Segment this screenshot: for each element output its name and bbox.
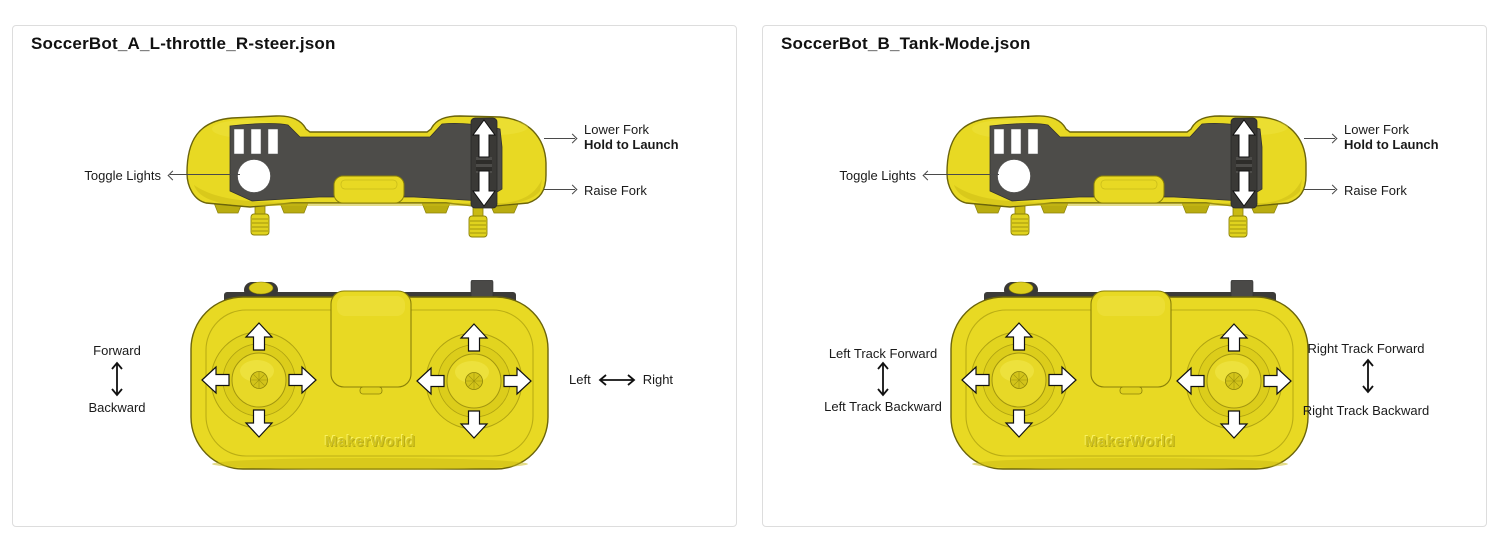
leader-line [1304,189,1335,190]
up-down-arrow-icon [877,361,889,397]
arrowhead-right-icon [1327,133,1338,144]
panel-soccerbot-b: SoccerBot_B_Tank-Mode.json Toggle Lights… [762,25,1487,527]
left-stick-up-label: Left Track Forward [828,346,938,361]
leader-line [170,174,240,175]
lower-fork-label: Lower Fork Hold to Launch [584,122,679,152]
arrowhead-right-icon [567,184,578,195]
makerworld-logo: MakerWorld [1084,433,1176,450]
leader-line [544,189,575,190]
controller-rear-view [184,113,552,239]
right-stick-down-label: Right Track Backward [1302,403,1430,418]
makerworld-logo: MakerWorld [324,433,416,450]
arrowhead-right-icon [1327,184,1338,195]
leader-line [544,138,575,139]
leader-line [925,174,999,175]
lower-fork-label: Lower Fork Hold to Launch [1344,122,1439,152]
right-stick-left-label: Left [569,372,591,387]
leader-line [1304,138,1335,139]
arrowhead-left-icon [922,170,933,181]
right-stick-right-label: Right [642,372,674,387]
up-down-arrow-icon [1362,358,1374,394]
arrowhead-left-icon [167,170,178,181]
up-down-arrow-icon [111,361,123,397]
left-right-arrow-icon [598,373,636,386]
raise-fork-label: Raise Fork [1344,183,1407,198]
toggle-lights-label: Toggle Lights [84,168,161,183]
config-filename-b: SoccerBot_B_Tank-Mode.json [781,34,1031,53]
left-stick-up-label: Forward [93,343,141,358]
config-filename-a: SoccerBot_A_L-throttle_R-steer.json [31,34,336,53]
panel-soccerbot-a: SoccerBot_A_L-throttle_R-steer.json Togg… [12,25,737,527]
arrowhead-right-icon [567,133,578,144]
left-stick-down-label: Left Track Backward [824,399,942,414]
right-stick-axis-labels: Left Right [569,372,673,387]
raise-fork-label: Raise Fork [584,183,647,198]
right-stick-up-label: Right Track Forward [1307,341,1425,356]
left-stick-down-label: Backward [88,400,146,415]
controller-rear-view [944,113,1312,239]
toggle-lights-label: Toggle Lights [839,168,916,183]
